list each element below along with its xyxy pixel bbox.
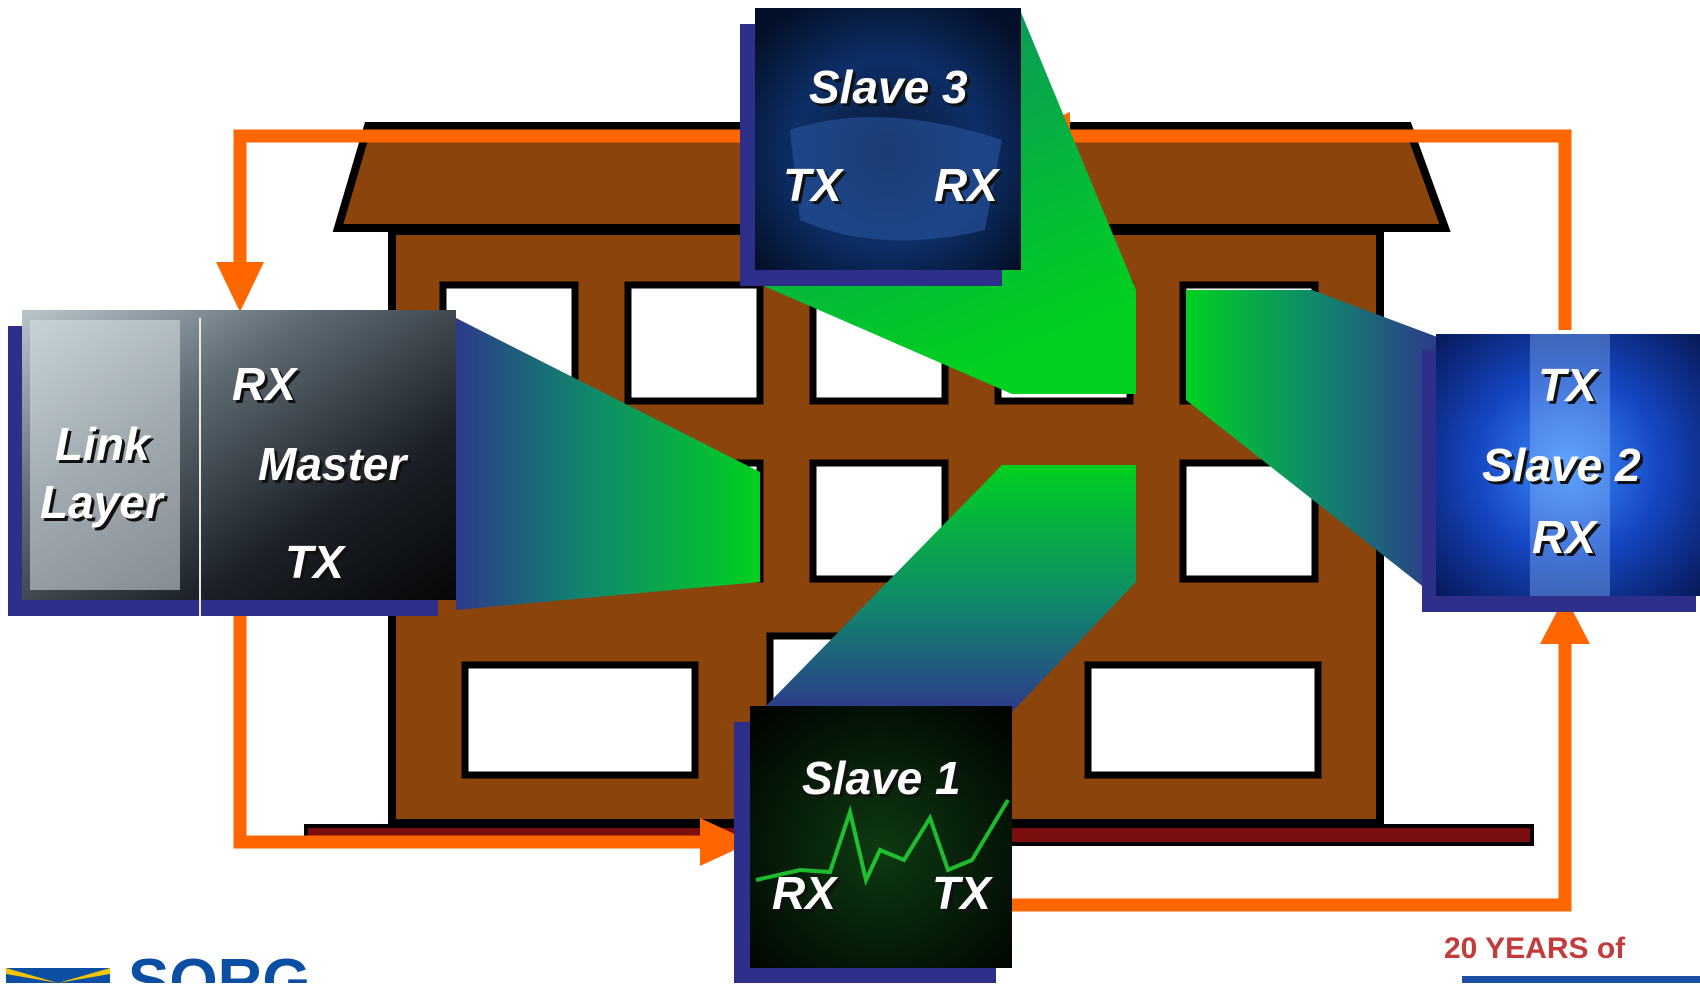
ultrasound-fan — [790, 117, 1002, 241]
left-footer-logo: SORG — [6, 947, 311, 988]
slave2-rx-label: RX — [1532, 511, 1598, 563]
slave2-image — [1436, 334, 1700, 596]
arrowhead-into-slave2 — [1540, 596, 1590, 644]
master-tx-shadow: TX — [288, 539, 349, 591]
logo-wordmark: SORG — [128, 947, 311, 983]
signal-beams — [456, 10, 1440, 712]
beam-master — [456, 318, 760, 610]
slave1-node: Slave 1 Slave 1 RX RX TX TX — [734, 706, 1012, 983]
slave1-name-shadow: Slave 1 — [805, 755, 964, 807]
master-tx-label: TX — [285, 536, 346, 588]
link-layer-label-line1: Link — [55, 418, 152, 470]
logo-wordmark-cropped — [1462, 976, 1700, 983]
slave1-rx-label: RX — [772, 867, 838, 919]
master-screen-glare — [30, 320, 180, 590]
link-layer-label-shadow: Link — [58, 421, 155, 473]
slave3-name-shadow: Slave 3 — [812, 64, 971, 116]
arrowhead-into-master — [216, 262, 264, 312]
beam-slave1 — [760, 465, 1136, 712]
master-node: Link Link Layer Layer RX RX Master Maste… — [8, 310, 456, 616]
spine-glow — [1530, 334, 1610, 596]
slave1-tx-shadow: TX — [935, 870, 996, 922]
master-name-shadow: Master — [261, 441, 411, 493]
slave3-name-label: Slave 3 — [809, 61, 968, 113]
slave2-name-shadow: Slave 2 — [1485, 442, 1644, 494]
slave3-tx-label: TX — [783, 159, 844, 211]
slave2-rx-shadow: RX — [1535, 514, 1601, 566]
ring-connection — [233, 129, 1572, 912]
beam-slave3 — [750, 10, 1136, 394]
arrowhead-into-slave1 — [700, 818, 752, 866]
ring-slave3-to-master — [233, 129, 745, 268]
slave2-tx-label: TX — [1538, 359, 1599, 411]
master-rx-label: RX — [232, 358, 298, 410]
window — [461, 661, 699, 779]
master-rx-shadow: RX — [235, 361, 301, 413]
slave3-rx-shadow: RX — [937, 162, 1003, 214]
ring-master-to-slave1 — [233, 608, 708, 849]
slave1-tx-label: TX — [932, 867, 993, 919]
slave3-node: Slave 3 Slave 3 TX TX RX RX — [740, 8, 1021, 286]
right-footer-logo: 20 YEARS of — [1444, 932, 1700, 983]
slave2-node: TX TX Slave 2 Slave 2 RX RX — [1422, 334, 1700, 612]
master-name-label: Master — [258, 438, 408, 490]
link-layer-label-shadow-2: Layer — [43, 479, 168, 531]
logo-emblem-yellow — [6, 968, 110, 983]
logo-emblem-blue — [6, 968, 110, 983]
window — [1084, 661, 1322, 779]
ring-slave2-to-slave3 — [1060, 129, 1572, 330]
slave1-rx-shadow: RX — [775, 870, 841, 922]
anniversary-text: 20 YEARS of — [1444, 932, 1626, 965]
ring-slave1-to-slave2 — [1012, 642, 1572, 912]
slave1-name-label: Slave 1 — [802, 752, 961, 804]
ecg-trace — [755, 798, 1010, 887]
slave3-tx-shadow: TX — [786, 162, 847, 214]
slave1-image — [750, 706, 1012, 968]
slave2-tx-shadow: TX — [1541, 362, 1602, 414]
window — [624, 281, 764, 405]
slave2-name-label: Slave 2 — [1482, 439, 1641, 491]
beam-slave2 — [1186, 290, 1440, 600]
slave3-rx-label: RX — [934, 159, 1000, 211]
link-layer-label-line2: Layer — [40, 476, 165, 528]
